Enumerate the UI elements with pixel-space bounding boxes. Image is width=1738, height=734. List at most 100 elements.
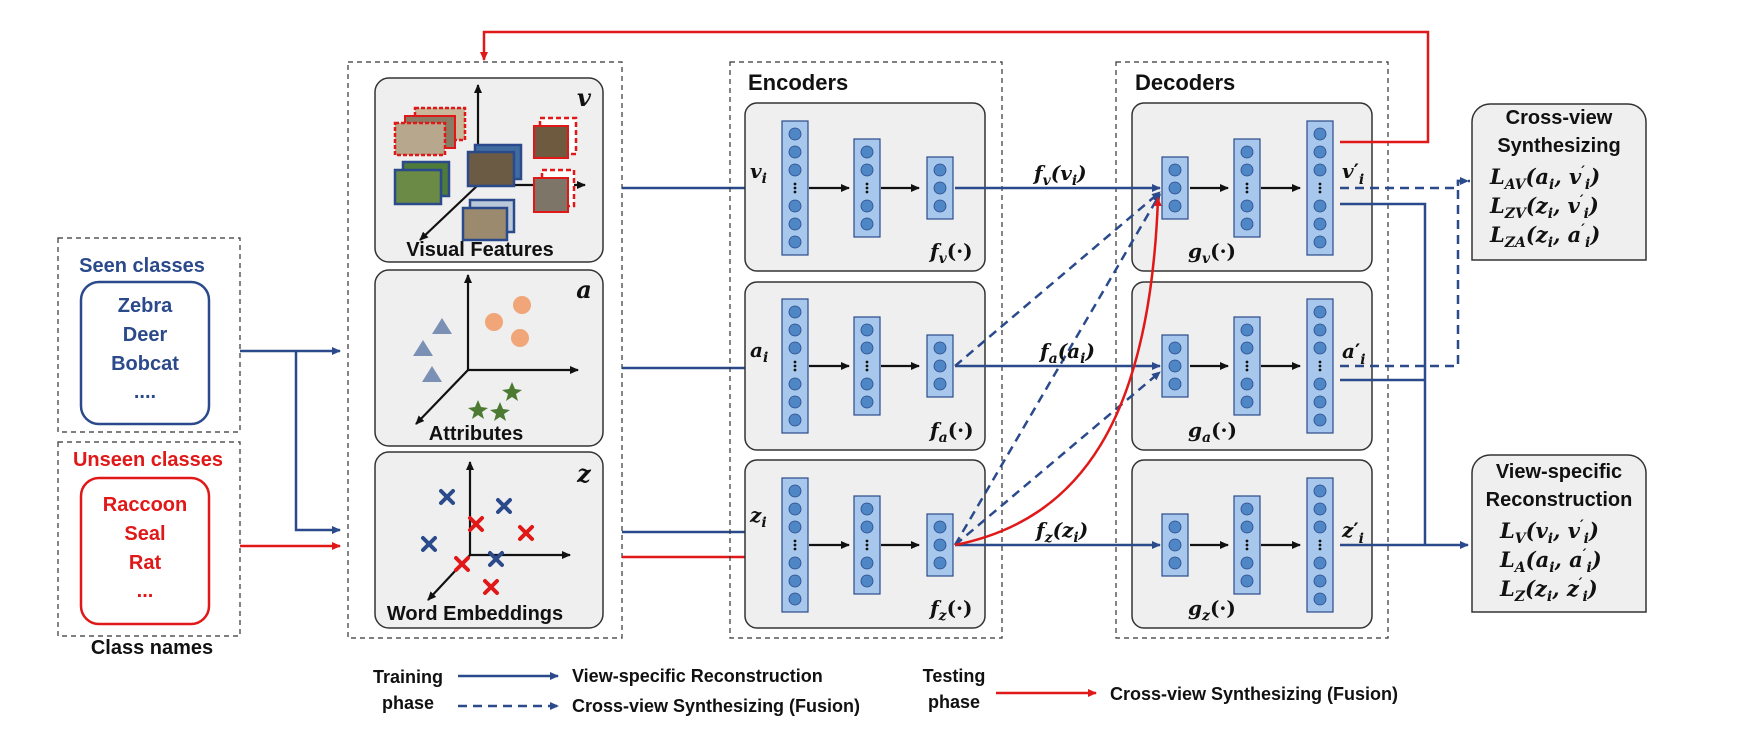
unseen-class-2: Rat xyxy=(129,552,162,574)
word-embeddings-label: Word Embeddings xyxy=(387,603,563,625)
encoder-fn-a: fa(·) xyxy=(928,418,974,446)
word-embeddings-panel xyxy=(374,451,604,629)
encoder-layer-1 xyxy=(781,477,809,613)
decoder-fn-z: gz(·) xyxy=(1188,596,1236,624)
encoder-input-z: zi xyxy=(749,503,767,531)
legend-red-label: Cross-view Synthesizing (Fusion) xyxy=(1110,684,1398,704)
decoder-output-v: v′i xyxy=(1342,159,1364,188)
unseen-classes-dashed-box xyxy=(57,441,241,637)
seen-class-1: Deer xyxy=(123,324,168,346)
attributes-panel xyxy=(374,269,604,447)
class-names-caption: Class names xyxy=(91,637,213,659)
views-dashed-box xyxy=(347,61,623,639)
encoder-layer-2 xyxy=(853,138,881,238)
unseen-class-3: ... xyxy=(137,580,154,602)
encoder-layer-2 xyxy=(853,495,881,595)
decoder-layer-3 xyxy=(1306,477,1334,613)
decoder-output-z: z′i xyxy=(1341,518,1364,547)
decoder-fn-a: ga(·) xyxy=(1188,418,1237,446)
cross-view-loss-1: LZV(zi, v′i) xyxy=(1489,193,1599,222)
unseen-classes-title: Unseen classes xyxy=(73,449,223,471)
vprime-to-reconstruction xyxy=(1340,202,1427,545)
word-symbol: z xyxy=(576,459,592,488)
decoder-layer-1 xyxy=(1161,156,1189,220)
unseen-class-0: Raccoon xyxy=(103,494,187,516)
view-specific-panel xyxy=(1471,454,1647,613)
decoder-layer-3 xyxy=(1306,298,1334,434)
decoder-fn-v: gv(·) xyxy=(1188,239,1236,267)
vprime-to-crossview-dashed xyxy=(1340,179,1470,190)
cross-view-loss-0: LAV(ai, v′i) xyxy=(1489,164,1600,193)
visual-features-label: Visual Features xyxy=(406,239,553,261)
word-markers xyxy=(421,489,534,595)
encoder-layer-3 xyxy=(926,156,954,220)
output-connections xyxy=(480,30,1470,549)
decoder-layer-3 xyxy=(1306,120,1334,256)
view-specific-loss-2: LZ(zi, z′i) xyxy=(1499,576,1598,605)
legend-solid-label: View-specific Reconstruction xyxy=(572,666,823,686)
attributes-symbol: a xyxy=(576,275,592,304)
encoder-decoder-connections: fv(vi) fa(ai) fz(zi) xyxy=(953,161,1162,549)
class-names-group: Seen classes Zebra Deer Bobcat .... Unse… xyxy=(57,237,241,659)
seen-class-0: Zebra xyxy=(118,295,173,317)
seen-classes-box xyxy=(79,280,211,426)
attributes-axes xyxy=(415,274,579,425)
encoder-input-a: ai xyxy=(750,338,768,366)
attributes-label: Attributes xyxy=(429,423,523,445)
encoder-layer-1 xyxy=(781,120,809,256)
label-fv-vi: fv(vi) xyxy=(1032,161,1087,189)
legend-dashed-label: Cross-view Synthesizing (Fusion) xyxy=(572,696,860,716)
attribute-markers xyxy=(413,296,531,421)
seen-to-word-arrow xyxy=(294,351,341,534)
aprime-to-crossview-dashed xyxy=(1340,177,1469,368)
view-specific-title-2: Reconstruction xyxy=(1486,489,1633,511)
view-specific-loss-0: LV(vi, v′i) xyxy=(1499,518,1599,547)
cross-view-loss-box: Cross-view Synthesizing LAV(ai, v′i) LZV… xyxy=(1471,103,1647,261)
visual-symbol: v xyxy=(577,83,592,112)
class-to-view-arrows xyxy=(240,347,341,550)
feedback-test-arrow xyxy=(480,30,1430,144)
views-panel: v Visual Features a xyxy=(347,61,623,639)
decoder-layer-2 xyxy=(1233,495,1261,595)
cross-view-title-2: Synthesizing xyxy=(1497,135,1620,157)
visual-image-thumbnails xyxy=(393,106,578,242)
cross-view-loss-2: LZA(zi, a′i) xyxy=(1489,222,1600,251)
encoder-layer-1 xyxy=(781,298,809,434)
unseen-classes-box xyxy=(79,476,211,626)
decoders-title: Decoders xyxy=(1135,70,1235,95)
decoder-layer-2 xyxy=(1233,316,1261,416)
network-layers xyxy=(781,120,1334,613)
cross-view-title-1: Cross-view xyxy=(1506,107,1613,129)
encoder-fn-v: fv(·) xyxy=(928,239,973,267)
legend-training-1: Training xyxy=(373,667,443,687)
decoder-layer-2 xyxy=(1233,138,1261,238)
decoder-layer-1 xyxy=(1161,513,1189,577)
unseen-class-1: Seal xyxy=(124,523,165,545)
decoder-layer-1 xyxy=(1161,334,1189,398)
cross-view-panel xyxy=(1471,103,1647,261)
view-specific-loss-box: View-specific Reconstruction LV(vi, v′i)… xyxy=(1471,454,1647,613)
legend-testing-1: Testing xyxy=(923,666,986,686)
encoders-title: Encoders xyxy=(748,70,848,95)
legend: Training phase View-specific Reconstruct… xyxy=(373,666,1398,716)
decoders-dashed-box xyxy=(1115,61,1389,639)
view-specific-loss-1: LA(ai, a′i) xyxy=(1499,547,1602,576)
encoders-dashed-box xyxy=(729,61,1003,639)
encoder-input-v: vi xyxy=(750,159,767,187)
seen-class-3: .... xyxy=(134,381,156,403)
seen-classes-title: Seen classes xyxy=(79,255,205,277)
fz-to-gv-test-arrow xyxy=(954,197,1162,547)
encoder-layer-3 xyxy=(926,513,954,577)
legend-testing-2: phase xyxy=(928,692,980,712)
legend-training-2: phase xyxy=(382,693,434,713)
encoder-layer-2 xyxy=(853,316,881,416)
label-fa-ai: fa(ai) xyxy=(1038,339,1095,367)
fz-to-gv-dashed xyxy=(953,193,1162,546)
seen-class-2: Bobcat xyxy=(111,353,179,375)
view-specific-title-1: View-specific xyxy=(1496,461,1622,483)
encoder-layer-3 xyxy=(926,334,954,398)
label-fz-zi: fz(zi) xyxy=(1034,518,1088,546)
seen-classes-dashed-box xyxy=(57,237,241,433)
encoder-fn-z: fz(·) xyxy=(928,596,972,624)
